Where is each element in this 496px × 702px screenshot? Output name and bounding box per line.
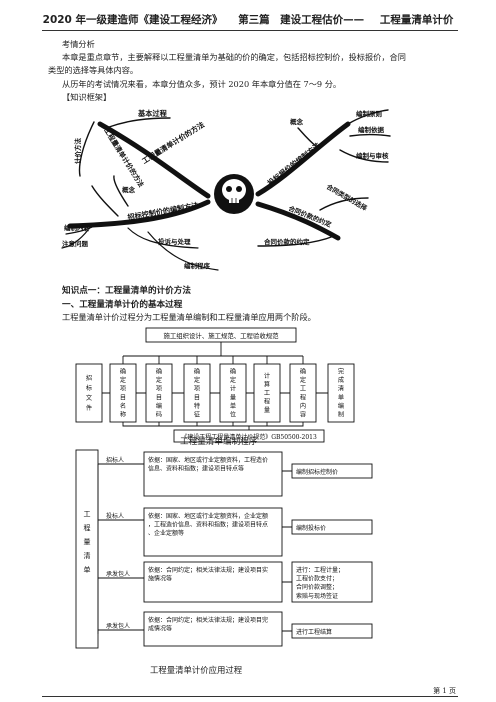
framework-label: 【知识框架】 xyxy=(62,92,112,102)
intro-label: 考情分析 xyxy=(62,39,95,49)
mm-right-b1-b: 编制原则 xyxy=(356,109,383,118)
kp1-description: 工程量清单计价过程分为工程量清单编制和工程量清单应用两个阶段。 xyxy=(62,312,316,322)
app-side-label: 工程量清单 xyxy=(84,510,91,574)
mm-right-b1: 投标报价的编制方法 xyxy=(266,141,323,188)
knowledge-framework-mindmap: 工程量清单计价的方法 基本过程 工程量清单计价的方法 招标控制价的编制方法 计价… xyxy=(61,109,391,271)
branch-right-2 xyxy=(255,201,341,241)
mm-right-b1-a: 概念 xyxy=(290,117,304,126)
mm-right-b1-d: 编制与审核 xyxy=(356,151,389,160)
app-result-text: 编制招标控制价 xyxy=(296,468,338,476)
app-basis-box xyxy=(143,507,283,557)
page-header: 2020 年一级建造师《建设工程经济》 第三篇 建设工程估价—— 工程量清单计价 xyxy=(0,0,496,31)
header-text: 2020 年一级建造师《建设工程经济》 第三篇 建设工程估价—— 工程量清单计价 xyxy=(0,12,496,27)
app-party-label: 承发包人 xyxy=(106,570,130,578)
app-result-text: 编制投标价 xyxy=(296,524,326,532)
flow-caption: 工程量清单编制程序 xyxy=(180,437,258,447)
kp1-title: 知识点一：工程量清单的计价方法 xyxy=(62,286,191,296)
flow-top-label: 施工组织设计、施工规范、工程验收规范 xyxy=(163,331,279,340)
header-section: 工程量清单计价 xyxy=(379,14,454,26)
application-caption: 工程量清单计价应用过程 xyxy=(150,665,243,675)
mm-right-b2-a: 合同价款的约定 xyxy=(263,237,310,246)
flow-step-box xyxy=(75,363,103,423)
mm-left-b2-f: 编制程序 xyxy=(184,261,211,270)
footer-rule xyxy=(42,696,458,697)
branch-left-1 xyxy=(97,121,211,199)
flow-step-label: 完成清单编制 xyxy=(338,368,344,419)
mm-left-b2-d: 注意问题 xyxy=(62,239,89,248)
app-basis-text: 依据：合同约定；相关法律法规；建设项目完成情况等 xyxy=(148,616,268,633)
mm-right-b2-b: 合同类型的选择 xyxy=(324,181,369,212)
branch-right-1 xyxy=(255,121,351,197)
app-result-text: 进行：工程计量；工程价款支付；合同价款调整；索赔与现场签证 xyxy=(296,566,344,600)
flow-step-label: 确定项目编码 xyxy=(156,368,162,419)
mm-left-b2-b: 编制内容 xyxy=(64,223,91,232)
mm-left-b2-c: 概念 xyxy=(122,185,136,194)
app-basis-text: 依据：合同约定；相关法律法规；建设项目实施情况等 xyxy=(148,566,268,583)
mm-left-b1-top: 基本过程 xyxy=(137,109,168,118)
mm-left-b2-e: 投诉与处理 xyxy=(158,237,191,246)
mm-left-b1: 工程量清单计价的方法 xyxy=(140,120,206,166)
app-basis-box xyxy=(143,451,283,497)
intro-paragraph-1b: 类型的选择等具体内容。 xyxy=(48,65,139,75)
mm-right-b1-c: 编制依据 xyxy=(358,125,385,134)
app-side-box xyxy=(75,449,99,649)
header-rule xyxy=(42,30,458,31)
app-party-label: 投标人 xyxy=(106,512,124,520)
app-basis-box xyxy=(143,611,283,647)
app-party-label: 招标人 xyxy=(106,456,124,464)
flow-step-label: 确定项目特征 xyxy=(194,368,200,419)
header-title: 2020 年一级建造师《建设工程经济》 xyxy=(42,14,223,26)
skull-emblem-icon xyxy=(214,174,254,214)
mm-left-b2-a: 计价方法 xyxy=(73,138,82,165)
flow-bottom-label: 《建设工程工程量清单计价规范》GB50500-2013 xyxy=(181,433,317,441)
flow-step-label: 确定工程内容 xyxy=(300,368,306,419)
page-number: 第 1 页 xyxy=(433,687,456,695)
app-result-text: 进行工程结算 xyxy=(296,628,332,636)
app-basis-text: 依据：国家、地区或行业定额资料，工程造价信息、资料和指数；建设项目特点等 xyxy=(148,456,268,473)
header-chapter: 第三篇 建设工程估价—— xyxy=(238,14,365,26)
branch-left-2 xyxy=(67,199,211,229)
flow-step-label: 确定项目名称 xyxy=(120,368,126,419)
flow-step-label: 确定计量单位 xyxy=(230,368,236,419)
kp1-subtitle: 一、工程量清单计价的基本过程 xyxy=(62,300,183,310)
bill-application-diagram: 工程量清单 招标人 依据：国家、地区或行业定额资料，工程造价信息、资料和指数；建设… xyxy=(75,449,373,649)
intro-paragraph-1a: 本章是重点章节，主要解释以工程量清单为基础的价的确定，包括招标控制价，投标报价，… xyxy=(62,52,406,62)
app-basis-text: 依据：国家、地区或行业定额资料，企业定额，工程造价信息、资料和指数；建设项目特点… xyxy=(148,512,268,537)
flow-step-label: 计算工程量 xyxy=(264,372,270,414)
app-party-label: 承发包人 xyxy=(106,622,130,630)
intro-paragraph-2: 从历年的考试情况来看，本章分值众多，预计 2020 年本章分值在 7～9 分。 xyxy=(62,79,342,89)
bill-preparation-flowchart: 施工组织设计、施工规范、工程验收规范 《建设工程工程量清单计价规范》GB5050… xyxy=(75,327,355,443)
flow-step-label: 招标文件 xyxy=(86,374,92,412)
